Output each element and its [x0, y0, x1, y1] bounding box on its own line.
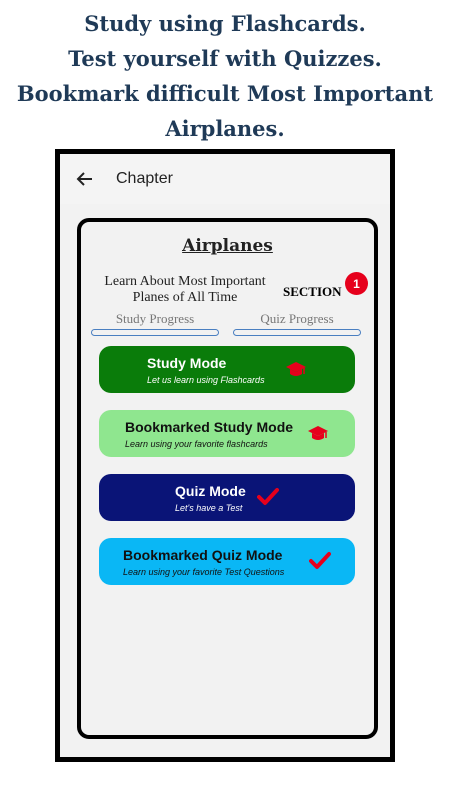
checkmark-icon — [309, 552, 331, 569]
quiz-progress-label: Quiz Progress — [260, 311, 334, 326]
bookmarked-quiz-mode-subtitle: Learn using your favorite Test Questions — [123, 567, 285, 577]
quiz-progress-bar — [233, 329, 361, 336]
chapter-card: Airplanes Learn About Most Important Pla… — [77, 218, 378, 739]
study-mode-subtitle: Let us learn using Flashcards — [147, 375, 265, 385]
study-mode-button[interactable]: Study Mode Let us learn using Flashcards — [99, 346, 355, 393]
appbar-title: Chapter — [116, 170, 173, 187]
promo-line-3: Bookmark difficult Most Important — [16, 81, 434, 106]
quiz-mode-title: Quiz Mode — [175, 483, 246, 499]
subtitle-line-1: Learn About Most Important — [104, 274, 266, 289]
section-badge: 1 — [345, 272, 368, 295]
bookmarked-study-mode-button[interactable]: Bookmarked Study Mode Learn using your f… — [99, 410, 355, 457]
chapter-subtitle: Learn About Most Important Planes of All… — [91, 274, 279, 306]
graduation-cap-icon — [286, 362, 306, 376]
subtitle-line-2: Planes of All Time — [132, 290, 238, 305]
study-progress-label: Study Progress — [115, 311, 195, 326]
study-progress-bar — [91, 329, 219, 336]
arrow-left-icon — [76, 172, 92, 186]
promo-text: Study using Flashcards. Test yourself wi… — [0, 6, 450, 146]
study-mode-title: Study Mode — [147, 355, 227, 371]
phone-frame: Chapter Airplanes Learn About Most Impor… — [55, 149, 395, 762]
chapter-title: Airplanes — [182, 236, 273, 256]
bookmarked-study-mode-title: Bookmarked Study Mode — [125, 419, 294, 435]
bookmarked-study-mode-subtitle: Learn using your favorite flashcards — [125, 439, 268, 449]
promo-line-1: Study using Flashcards. — [84, 11, 366, 36]
quiz-mode-button[interactable]: Quiz Mode Let's have a Test — [99, 474, 355, 521]
quiz-mode-subtitle: Let's have a Test — [175, 503, 243, 513]
bookmarked-quiz-mode-button[interactable]: Bookmarked Quiz Mode Learn using your fa… — [99, 538, 355, 585]
graduation-cap-icon — [308, 426, 328, 440]
promo-line-2: Test yourself with Quizzes. — [68, 46, 382, 71]
section-label: SECTION — [283, 284, 342, 299]
back-button[interactable] — [60, 154, 106, 204]
bookmarked-quiz-mode-title: Bookmarked Quiz Mode — [123, 547, 283, 563]
checkmark-icon — [257, 488, 279, 505]
promo-line-4: Airplanes. — [165, 116, 285, 141]
app-bar: Chapter — [60, 154, 390, 204]
